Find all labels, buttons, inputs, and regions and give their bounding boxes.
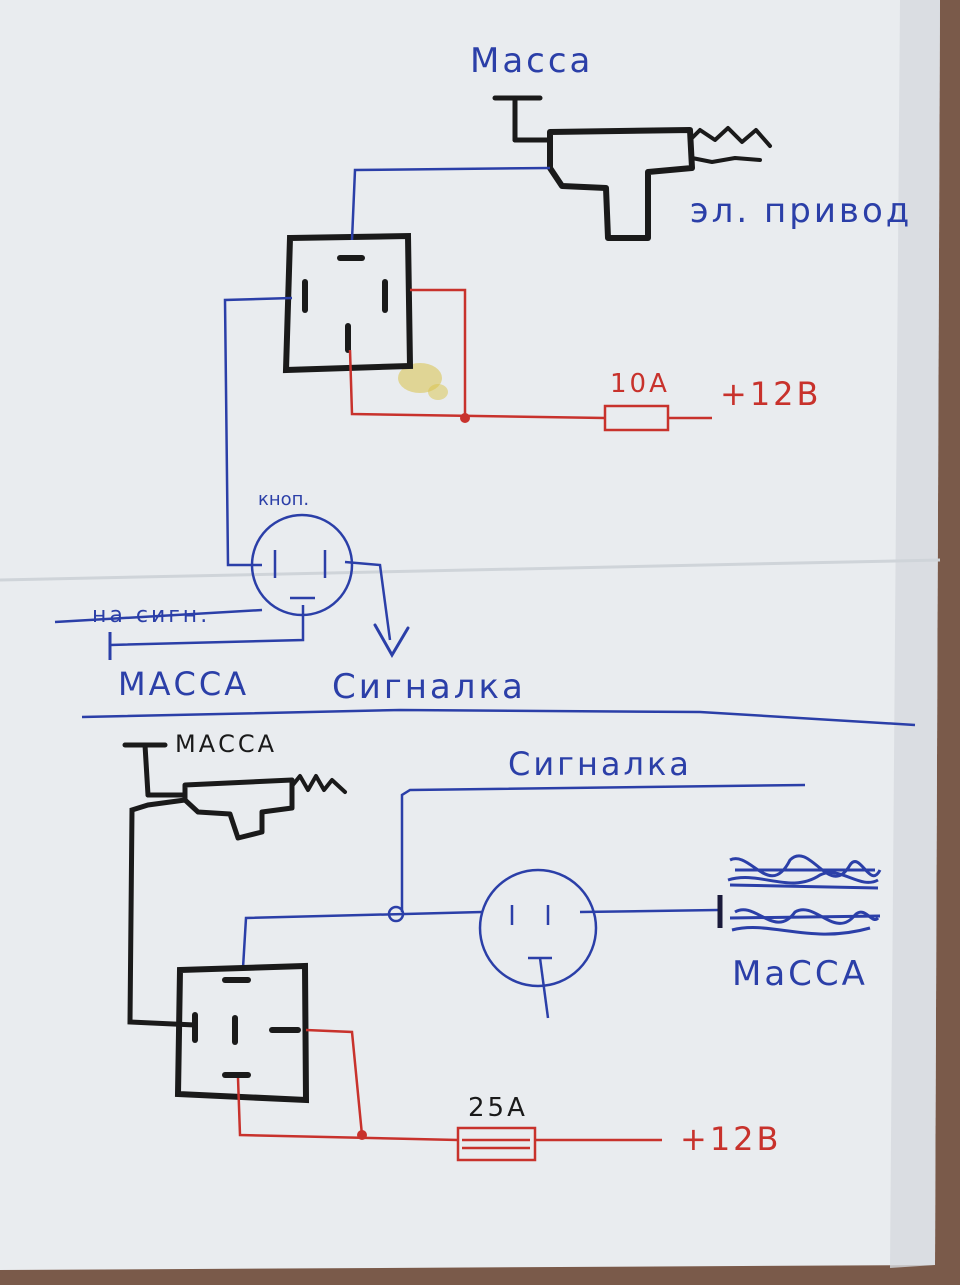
bottom-ground-label: МАССА (175, 730, 277, 758)
top-ground-symbol (492, 95, 553, 143)
bottom-blue-wire-button-ground (579, 908, 719, 914)
bottom-relay-icon (174, 962, 310, 1104)
top-actuator-icon (547, 126, 772, 241)
bottom-red-wire-relay-fuse (236, 1028, 459, 1142)
top-blue-wire-relay-button (223, 296, 293, 567)
bottom-fuse-icon (456, 1126, 537, 1162)
stain-mark (428, 384, 448, 400)
top-junction-dot (460, 413, 470, 423)
bottom-actuator-icon (182, 774, 347, 841)
top-alarm-label: Сигналка (332, 667, 526, 707)
bottom-fuse-label: 25А (468, 1093, 528, 1123)
stain-mark (398, 363, 442, 393)
bottom-blue-wire-alarm (400, 783, 806, 912)
scribbled-out-text (727, 854, 882, 936)
top-button-icon (250, 513, 354, 617)
top-blue-wire-button-alarm (344, 560, 392, 641)
bottom-button-icon (478, 868, 598, 1019)
top-supply-label: +12В (720, 375, 821, 413)
paper-sheet (0, 0, 940, 1270)
paper-right-edge (890, 0, 940, 1268)
top-ground-label: Масса (470, 41, 593, 81)
bottom-supply-label: +12В (680, 1120, 781, 1158)
top-blue-wire-relay-actuator (350, 166, 551, 241)
top-fuse-icon (603, 404, 670, 432)
top-button-label: кноп. (258, 489, 309, 510)
bottom-ground-label-right: МаССА (732, 954, 868, 994)
actuator-label: эл. привод (690, 191, 912, 231)
paper-fold-line (0, 558, 941, 582)
top-ground-label-bottom: МАССА (118, 665, 249, 703)
top-fuse-label: 10А (610, 369, 670, 399)
top-relay-icon (282, 232, 414, 374)
bottom-junction-dot (357, 1130, 367, 1140)
bottom-blue-junction-dot (387, 905, 405, 923)
top-alarm-arrow (373, 623, 410, 658)
top-blue-wire-button-ground (109, 605, 305, 647)
crossed-out-strike (54, 608, 263, 624)
diagram-divider (81, 708, 916, 727)
bottom-black-wire-actuator-relay (127, 797, 198, 1028)
bottom-alarm-label: Сигналка (508, 745, 692, 783)
top-red-wire-relay-fuse (348, 288, 606, 420)
bottom-ground-symbol (122, 742, 188, 798)
